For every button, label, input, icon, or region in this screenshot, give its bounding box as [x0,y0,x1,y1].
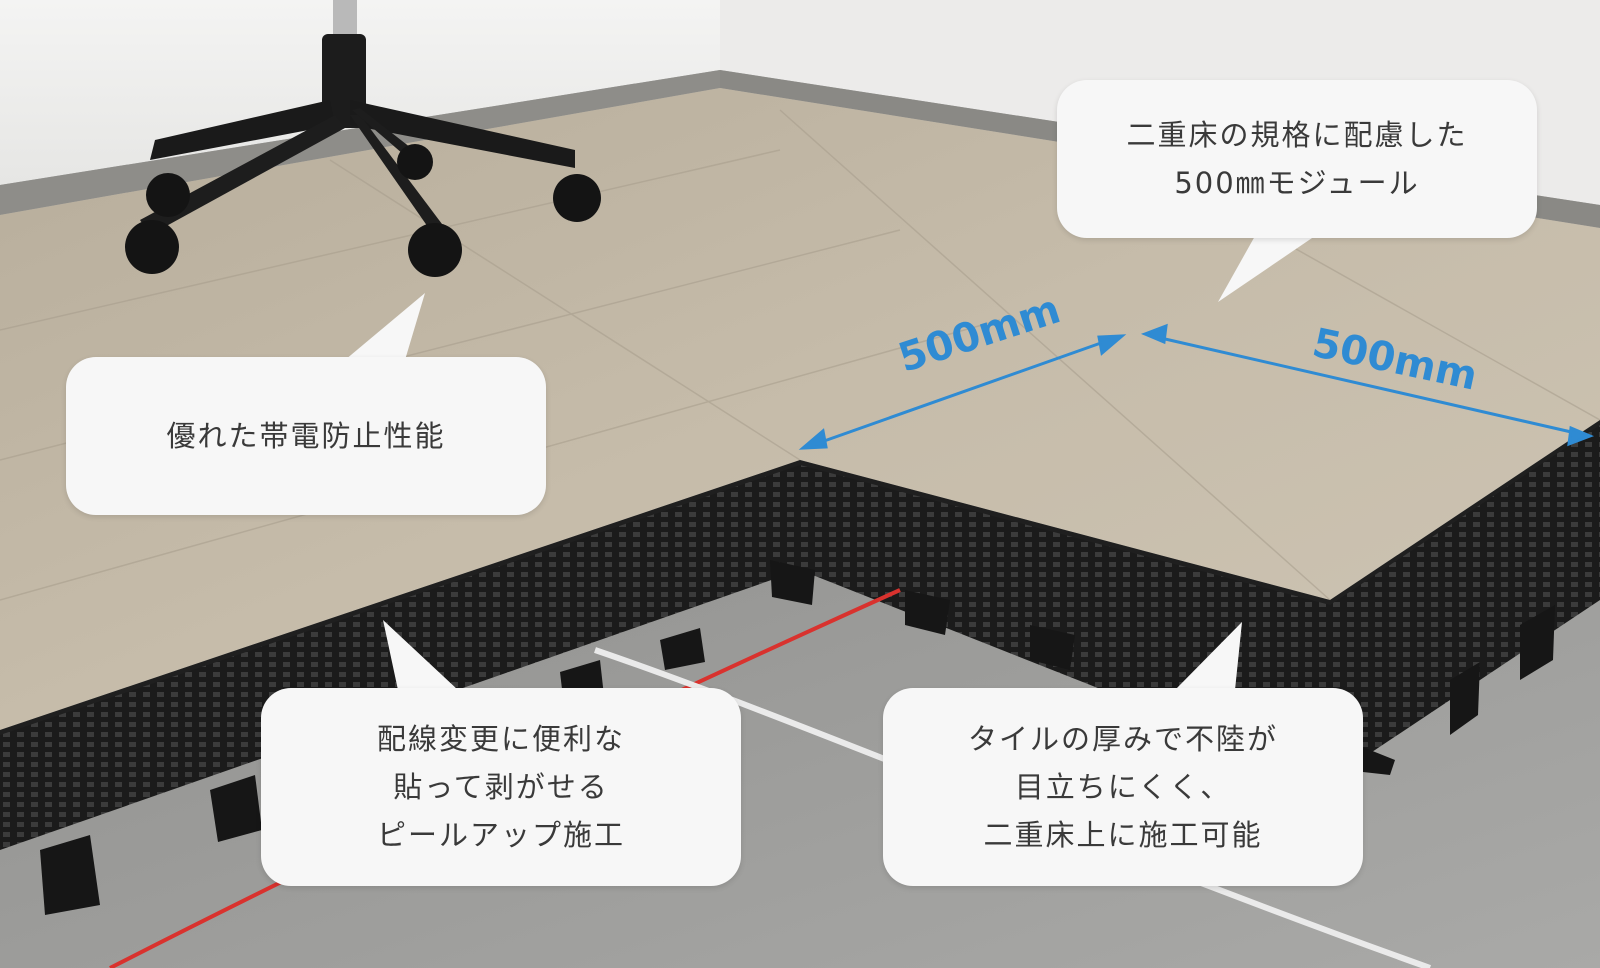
callout-antistatic: 優れた帯電防止性能 [66,357,546,515]
callout-peelup-line1: 配線変更に便利な [376,722,625,756]
dimension-arrows [798,323,1595,450]
callout-module-standard: 二重床の規格に配慮した 500㎜モジュール [1057,80,1537,238]
callout-module-line2: 500㎜モジュール [1174,166,1420,200]
callout-thickness-line3: 二重床上に施工可能 [983,818,1263,852]
callout-thickness-line2: 目立ちにくく、 [1014,770,1232,804]
callout-module-line1: 二重床の規格に配慮した [1126,118,1468,152]
office-chair-base [125,0,601,277]
callout-thickness-line1: タイルの厚みで不陸が [967,722,1278,756]
callout-antistatic-text: 優れた帯電防止性能 [166,419,446,453]
callout-peelup: 配線変更に便利な 貼って剥がせる ピールアップ施工 [261,688,741,886]
callout-peelup-line3: ピールアップ施工 [376,818,625,852]
module-grid [0,425,1600,850]
callout-peelup-line2: 貼って剥がせる [393,770,609,804]
callout-thickness: タイルの厚みで不陸が 目立ちにくく、 二重床上に施工可能 [883,688,1363,886]
carpet-tile-surface [0,88,1600,730]
